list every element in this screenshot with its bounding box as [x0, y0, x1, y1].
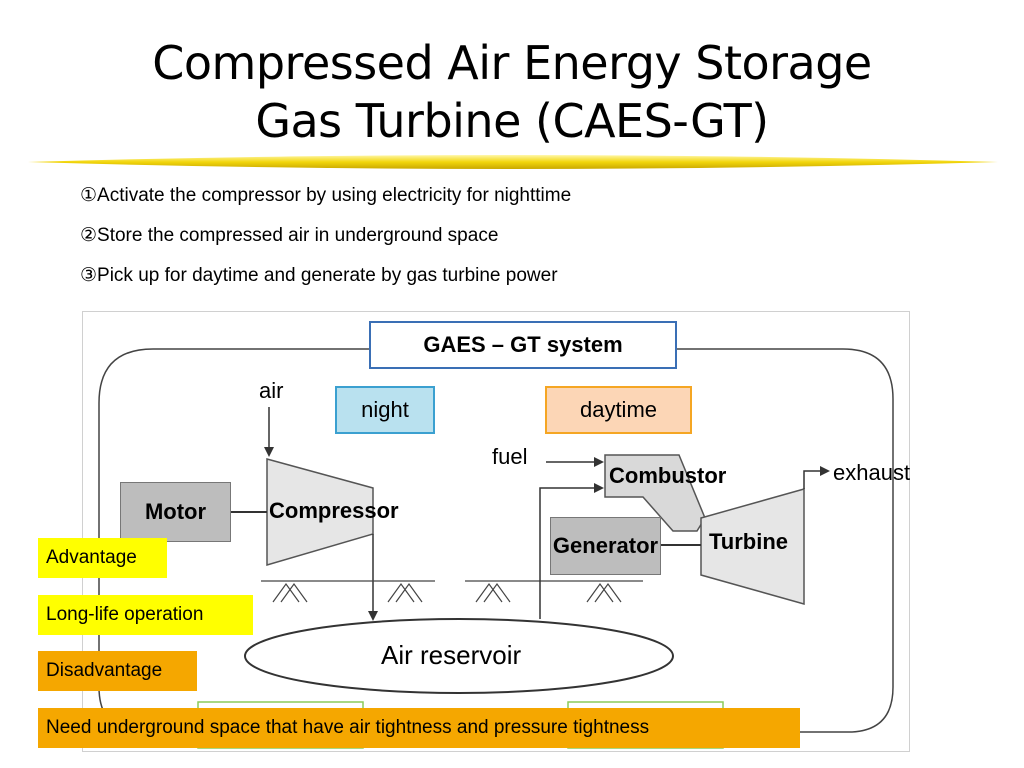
- generator-box: Generator: [550, 517, 661, 575]
- reservoir-to-combustor-line: [539, 483, 604, 619]
- turbine-label: Turbine: [709, 529, 789, 554]
- disadvantage-item: Need underground space that have air tig…: [38, 708, 800, 748]
- advantage-item: Long-life operation: [38, 595, 253, 635]
- ground-hatch: [261, 580, 643, 603]
- step-item: ③Pick up for daytime and generate by gas…: [80, 265, 558, 286]
- slide-title: Compressed Air Energy Storage Gas Turbin…: [0, 34, 1024, 150]
- step-item: ②Store the compressed air in underground…: [80, 225, 499, 246]
- exhaust-arrow: [803, 466, 830, 489]
- turbine-shape: [700, 488, 805, 605]
- daytime-label-box: daytime: [545, 386, 692, 434]
- combustor-label: Combustor: [609, 463, 727, 488]
- motor-box: Motor: [120, 482, 231, 542]
- air-label: air: [259, 378, 284, 403]
- compressor-label: Compressor: [269, 498, 399, 523]
- steps-list: ①Activate the compressor by using electr…: [80, 182, 571, 302]
- system-label-box: GAES – GT system: [369, 321, 677, 369]
- disadvantage-heading: Disadvantage: [38, 651, 197, 691]
- title-line-1: Compressed Air Energy Storage: [152, 36, 872, 90]
- title-line-2: Gas Turbine (CAES-GT): [255, 94, 769, 148]
- step-item: ①Activate the compressor by using electr…: [80, 185, 572, 206]
- fuel-label: fuel: [492, 444, 528, 469]
- exhaust-label: exhaust: [833, 460, 911, 485]
- advantage-heading: Advantage: [38, 538, 167, 578]
- reservoir-label: Air reservoir: [381, 640, 522, 670]
- diagram-lines: [98, 348, 894, 749]
- caes-diagram: GAES – GT system night daytime Motor Gen…: [82, 311, 910, 752]
- combustor-shape: [604, 454, 706, 532]
- air-reservoir-shape: [244, 618, 674, 694]
- title-underline: [28, 155, 998, 169]
- night-label-box: night: [335, 386, 435, 434]
